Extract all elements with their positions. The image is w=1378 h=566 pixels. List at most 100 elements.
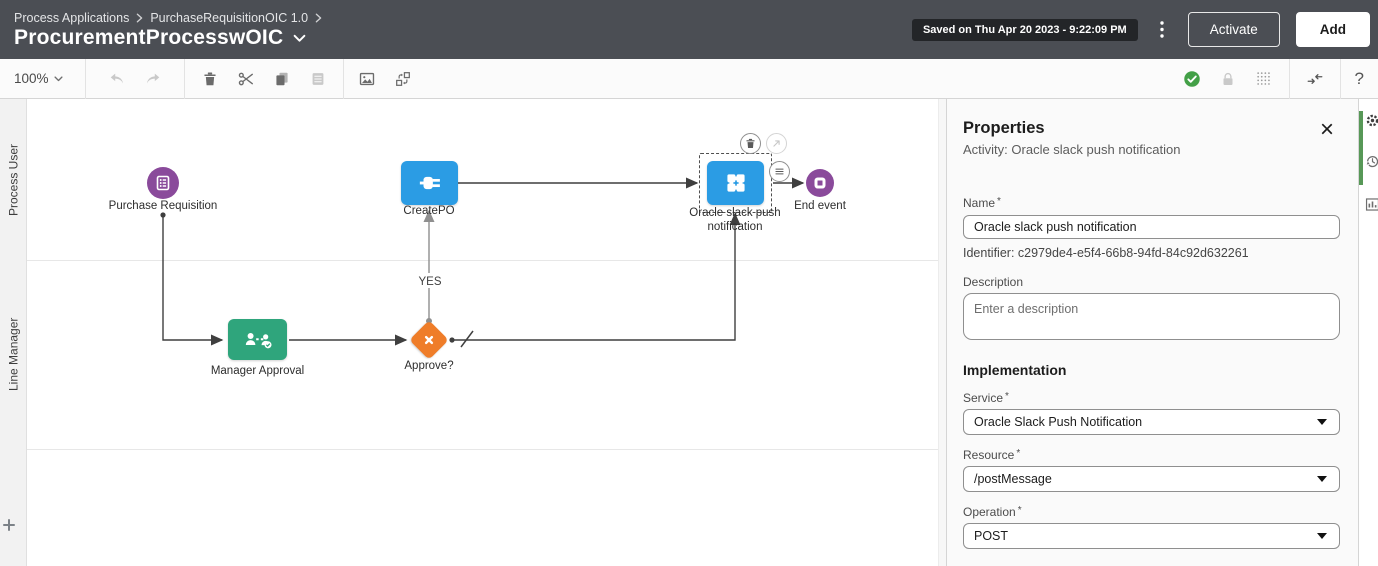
lock-button[interactable] <box>1219 70 1237 88</box>
history-tab-button[interactable] <box>1364 153 1378 170</box>
connector-start-to-approval[interactable] <box>160 212 224 346</box>
redo-button[interactable] <box>144 70 162 88</box>
node-expand-button[interactable] <box>766 133 787 154</box>
insert-image-button[interactable] <box>358 70 376 88</box>
puzzle-icon <box>722 170 750 196</box>
required-marker: * <box>1005 391 1009 402</box>
connector-gateway-yes-to-createpo[interactable]: YES <box>413 209 446 324</box>
header-right: Saved on Thu Apr 20 2023 - 9:22:09 PM Ac… <box>911 12 1370 47</box>
breadcrumb-item-process-applications[interactable]: Process Applications <box>14 11 130 25</box>
connector-gateway-default-to-slack[interactable] <box>449 212 741 348</box>
end-square-icon <box>810 173 830 193</box>
flow-label-yes: YES <box>418 276 441 288</box>
paste-icon <box>309 70 327 88</box>
required-marker: * <box>997 196 1001 207</box>
validation-status-button[interactable] <box>1183 70 1201 88</box>
default-flow-slash-marker <box>460 330 474 348</box>
undo-button[interactable] <box>108 70 126 88</box>
operation-select[interactable]: POST <box>963 523 1340 549</box>
resource-select-value: /postMessage <box>974 472 1052 486</box>
description-input[interactable] <box>963 293 1340 340</box>
page-title: ProcurementProcesswOIC <box>14 26 284 49</box>
main-area: Process User Line Manager <box>0 99 1378 566</box>
toolbar-separator <box>1288 58 1290 99</box>
delete-button[interactable] <box>201 70 219 88</box>
check-circle-icon <box>1183 70 1201 88</box>
saved-status-badge: Saved on Thu Apr 20 2023 - 9:22:09 PM <box>911 18 1138 41</box>
swimlane-header-strip <box>0 99 27 566</box>
active-panel-indicator <box>1359 111 1363 185</box>
selection-outline <box>699 153 772 213</box>
grid-toggle-button[interactable] <box>1255 70 1273 88</box>
node-label-end-event: End event <box>794 200 846 212</box>
auto-layout-icon <box>394 70 412 88</box>
operation-select-value: POST <box>974 529 1009 543</box>
add-button[interactable]: Add <box>1295 12 1370 47</box>
title-row: ProcurementProcesswOIC <box>14 26 322 50</box>
process-canvas[interactable]: Process User Line Manager <box>0 99 946 566</box>
breadcrumb-item-purchase-requisition[interactable]: PurchaseRequisitionOIC 1.0 <box>150 11 309 25</box>
trash-icon <box>201 70 219 88</box>
node-label-approve: Approve? <box>404 360 454 372</box>
node-approval-task-manager-approval[interactable] <box>228 319 287 360</box>
zoom-level-dropdown[interactable]: 100% <box>0 71 85 86</box>
required-marker: * <box>1017 505 1022 516</box>
properties-tab-button[interactable] <box>1364 112 1378 129</box>
caret-down-icon <box>1317 419 1327 425</box>
header-left: Process Applications PurchaseRequisition… <box>14 9 322 50</box>
service-field-label: Service* <box>963 391 1009 405</box>
breadcrumb-chevron-icon <box>136 13 143 23</box>
activate-button[interactable]: Activate <box>1187 12 1280 47</box>
copy-button[interactable] <box>273 70 291 88</box>
close-panel-button[interactable]: × <box>1314 118 1340 142</box>
resource-select[interactable]: /postMessage <box>963 466 1340 492</box>
cut-button[interactable] <box>237 70 255 88</box>
zoom-level-value: 100% <box>14 71 49 86</box>
chevron-down-icon <box>54 76 63 82</box>
editor-toolbar: 100% ? <box>0 58 1378 99</box>
name-field-label: Name* <box>963 196 1001 210</box>
node-label-oracle-slack-push-notification: Oracle slack push notification <box>689 207 781 233</box>
node-integration-task-oracle-slack-push-notification[interactable] <box>707 161 764 205</box>
undo-icon <box>108 70 126 88</box>
node-end-event[interactable] <box>806 169 834 197</box>
collapse-panes-button[interactable] <box>1306 70 1324 88</box>
node-menu-button[interactable] <box>769 161 790 182</box>
name-input[interactable] <box>963 215 1340 239</box>
plug-icon <box>416 170 444 196</box>
node-delete-button[interactable] <box>740 133 761 154</box>
toolbar-separator <box>1339 58 1341 99</box>
more-actions-button[interactable] <box>1156 17 1168 42</box>
title-dropdown-caret-icon[interactable] <box>293 34 306 43</box>
properties-header-text: Properties Activity: Oracle slack push n… <box>963 119 1180 157</box>
description-field-label: Description <box>963 275 1024 289</box>
x-gateway-icon <box>420 331 438 349</box>
redo-icon <box>144 70 162 88</box>
kebab-menu-icon <box>1160 21 1164 38</box>
operation-field-label: Operation* <box>963 505 1022 519</box>
right-icon-rail <box>1358 99 1378 566</box>
breadcrumb: Process Applications PurchaseRequisition… <box>14 9 322 25</box>
resource-field-label: Resource* <box>963 448 1021 462</box>
node-service-task-createpo[interactable] <box>401 161 458 205</box>
paste-button[interactable] <box>309 70 327 88</box>
menu-icon <box>773 165 786 178</box>
service-select-value: Oracle Slack Push Notification <box>974 415 1143 429</box>
lane-divider <box>0 449 938 450</box>
image-icon <box>358 70 376 88</box>
canvas-scrollbar[interactable] <box>938 99 946 566</box>
node-label-createpo: CreatePO <box>403 205 455 217</box>
app-header: Process Applications PurchaseRequisition… <box>0 0 1378 59</box>
people-approval-icon <box>242 327 274 353</box>
auto-layout-button[interactable] <box>394 70 412 88</box>
form-icon <box>153 173 173 193</box>
analytics-tab-button[interactable] <box>1364 196 1378 213</box>
identifier-text: Identifier: c2979de4-e5f4-66b8-94fd-84c9… <box>963 246 1249 260</box>
lane-divider <box>0 260 938 261</box>
node-start-event-purchase-requisition[interactable] <box>147 167 179 199</box>
scissors-icon <box>237 70 255 88</box>
service-select[interactable]: Oracle Slack Push Notification <box>963 409 1340 435</box>
copy-icon <box>273 70 291 88</box>
connector-layer: YES <box>160 177 805 348</box>
help-button[interactable]: ? <box>1354 68 1364 88</box>
